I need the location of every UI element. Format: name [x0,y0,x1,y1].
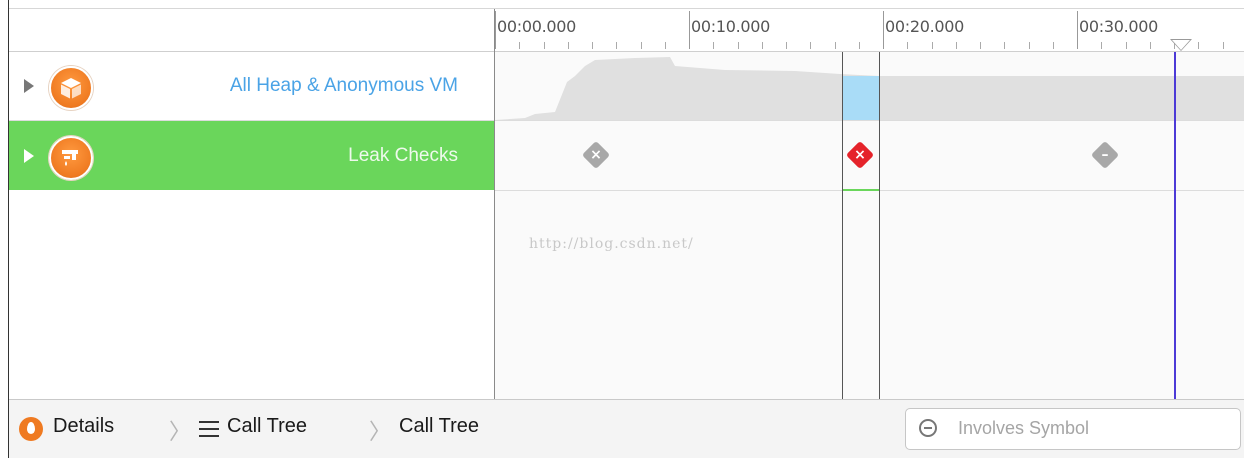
ruler-minor-tick [956,42,957,49]
ruler-minor-tick [616,42,617,49]
ruler-label: 00:30.000 [1079,17,1159,36]
watermark: http://blog.csdn.net/ [529,236,694,252]
ruler-minor-tick [1004,42,1005,49]
ruler-minor-tick [519,42,520,49]
timeline-empty-area[interactable] [495,191,1244,399]
ruler-major-tick [689,11,690,49]
time-ruler[interactable]: 00:00.000 00:10.000 00:20.000 00:30.000 [495,9,1244,52]
track-row-allocations[interactable]: All Heap & Anonymous VM [9,52,494,121]
breadcrumb-call-tree-current[interactable]: Call Tree [399,415,480,437]
list-icon [199,421,219,437]
inspection-range-start[interactable] [842,52,843,399]
marker-symbol: × [590,147,602,163]
track-row-leaks[interactable]: Leak Checks [9,121,494,190]
ruler-minor-tick [713,42,714,49]
ruler-minor-tick [786,42,787,49]
marker-symbol: × [854,147,866,163]
involves-symbol-input[interactable] [958,409,1228,447]
ruler-minor-tick [738,42,739,49]
ruler-minor-tick [810,42,811,49]
ruler-label: 00:20.000 [885,17,965,36]
ruler-minor-tick [1053,42,1054,49]
timeline[interactable]: 00:00.000 00:10.000 00:20.000 00:30.000 … [494,9,1244,399]
leak-check-marker-pending[interactable]: – [1090,140,1120,170]
playhead-line[interactable] [1174,52,1176,399]
ruler-minor-tick [932,42,933,49]
ruler-label: 00:00.000 [497,17,577,36]
ruler-minor-tick [665,42,666,49]
ruler-major-tick [495,11,496,49]
ruler-minor-tick [859,42,860,49]
ruler-minor-tick [980,42,981,49]
breadcrumb-details[interactable]: Details [53,415,115,437]
ruler-label: 00:10.000 [691,17,771,36]
leak-check-marker-no-leaks[interactable]: × [581,140,611,170]
ruler-minor-tick [907,42,908,49]
ruler-minor-tick [1150,42,1151,49]
leaks-track[interactable]: × × – [495,121,1244,191]
marker-symbol: – [1101,147,1109,163]
ruler-minor-tick [544,42,545,49]
jump-bar: Details 〉 Call Tree 〉 Call Tree [9,399,1244,458]
track-label: Leak Checks [348,144,458,166]
ruler-major-tick [883,11,884,49]
inspection-range-highlight [842,76,879,120]
breadcrumb-separator: 〉 [169,420,192,445]
heap-cube-icon [49,66,93,110]
involves-symbol-search[interactable] [905,408,1241,450]
track-list: All Heap & Anonymous VM Leak Checks [9,9,494,399]
ruler-minor-tick [762,42,763,49]
ruler-minor-tick [592,42,593,49]
track-label: All Heap & Anonymous VM [229,75,458,96]
top-border [9,8,1244,9]
inspection-range-leak-highlight [842,189,879,191]
filter-icon [919,419,937,437]
inspection-range-end[interactable] [879,52,880,399]
ruler-major-tick [1077,11,1078,49]
breadcrumb-call-tree[interactable]: Call Tree [227,415,308,437]
leaks-icon [49,135,93,180]
ruler-minor-tick [1029,42,1030,49]
ruler-minor-tick [1198,42,1199,49]
playhead-handle[interactable] [1172,40,1190,50]
ruler-minor-tick [1101,42,1102,49]
details-instrument-icon [19,417,43,441]
ruler-minor-tick [641,42,642,49]
leak-check-marker-leaks-found[interactable]: × [845,140,875,170]
track-list-header [9,9,494,52]
disclosure-triangle-icon[interactable] [24,148,34,163]
disclosure-triangle-icon[interactable] [24,79,34,93]
ruler-minor-tick [1223,42,1224,49]
ruler-minor-tick [835,42,836,49]
instruments-window: All Heap & Anonymous VM Leak Checks 00:0… [8,0,1244,458]
ruler-minor-tick [568,42,569,49]
ruler-minor-tick [1126,42,1127,49]
breadcrumb-separator: 〉 [369,420,392,445]
